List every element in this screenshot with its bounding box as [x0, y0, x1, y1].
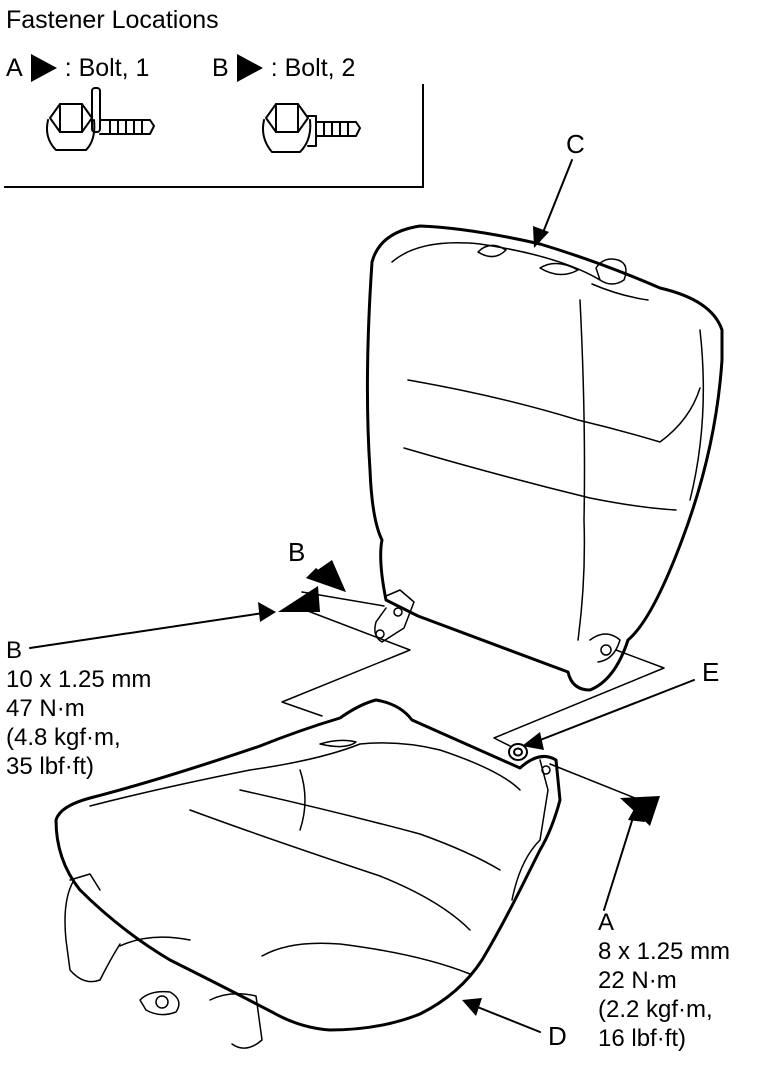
spec-b-torque-lbf: 35 lbf·ft): [6, 753, 95, 780]
legend-b-text: : Bolt, 2: [270, 54, 356, 82]
bolt-1-icon: [46, 87, 155, 151]
legend-b-letter: B: [212, 54, 229, 82]
spec-b-size: 10 x 1.25 mm: [6, 666, 152, 693]
callout-c: C: [566, 129, 585, 159]
spec-b: B 10 x 1.25 mm 47 N·m (4.8 kgf·m, 35 lbf…: [6, 636, 151, 781]
seat-cushion: [54, 698, 562, 1032]
flag-marker-icon: [30, 54, 57, 82]
seat-back: [365, 224, 724, 692]
legend-frame: [4, 84, 424, 188]
legend-a-text: : Bolt, 1: [64, 54, 150, 82]
spec-a-letter: A: [598, 909, 615, 936]
legend-a-letter: A: [6, 54, 23, 82]
callout-d: D: [548, 1021, 567, 1051]
spec-b-torque-nm: 47 N·m: [6, 695, 85, 722]
spec-a-torque-kgf: (2.2 kgf·m,: [598, 996, 713, 1023]
spec-a-size: 8 x 1.25 mm: [598, 938, 731, 965]
spec-b-letter: B: [6, 637, 23, 664]
spec-a: A 8 x 1.25 mm 22 N·m (2.2 kgf·m, 16 lbf·…: [598, 908, 730, 1053]
flag-marker-icon: [278, 560, 660, 826]
bolt-2-icon: [262, 103, 361, 153]
callout-e: E: [702, 657, 720, 687]
legend-item-a: A : Bolt, 1: [6, 54, 149, 82]
legend-item-b: B : Bolt, 2: [212, 54, 355, 82]
callout-b-upper: B: [288, 537, 306, 567]
legend-title: Fastener Locations: [6, 6, 219, 34]
spec-a-torque-nm: 22 N·m: [598, 967, 677, 994]
spec-b-torque-kgf: (4.8 kgf·m,: [6, 724, 121, 751]
spec-a-torque-lbf: 16 lbf·ft): [598, 1025, 687, 1052]
flag-marker-icon: [236, 54, 263, 82]
